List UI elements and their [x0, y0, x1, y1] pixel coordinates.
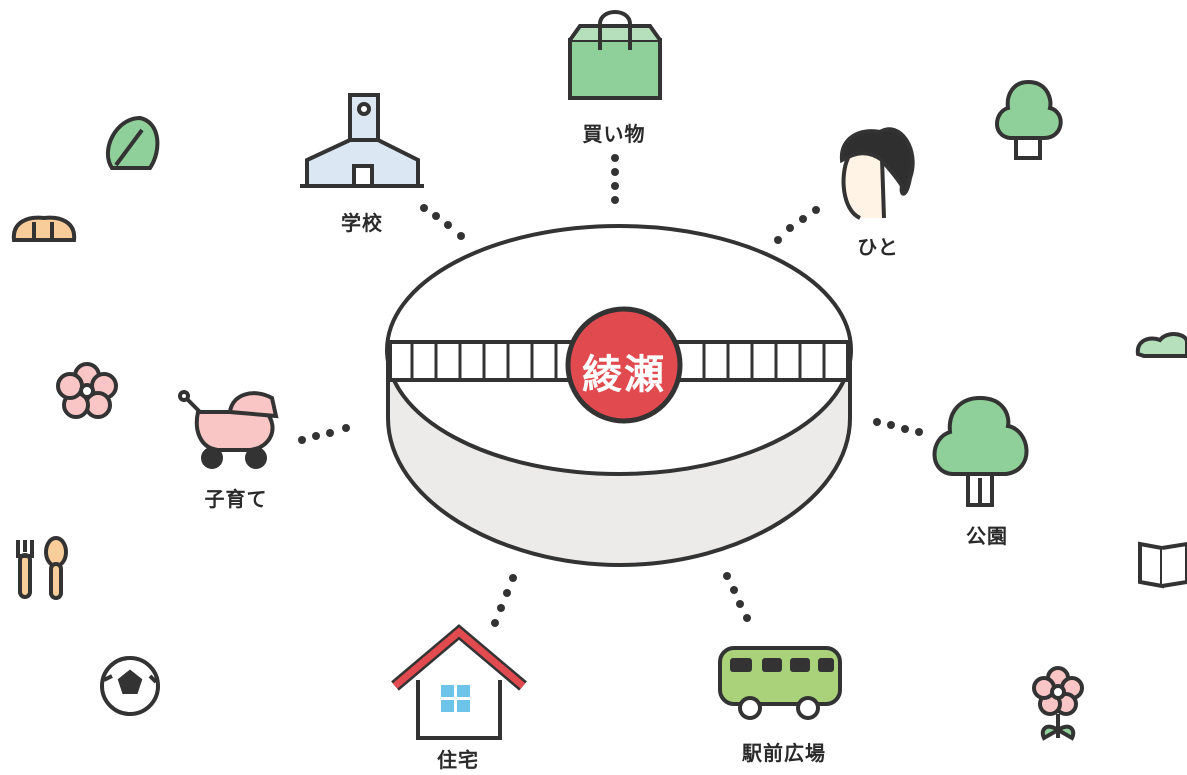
flower-pot-icon: [1032, 666, 1084, 741]
label-childcare: 子育て: [204, 487, 268, 511]
label-station-square: 駅前広場: [742, 741, 826, 765]
connectors: [298, 154, 923, 627]
stroller-icon: [178, 390, 279, 469]
bread-icon: [11, 215, 77, 242]
fork-spoon-icon: [16, 536, 68, 600]
book-icon: [1138, 541, 1187, 589]
lettuce-icon: [106, 115, 160, 170]
soccer-ball-icon: [100, 656, 160, 716]
label-housing: 住宅: [437, 748, 479, 772]
station-badge: [565, 306, 683, 424]
person-icon: [839, 127, 915, 220]
flower-icon: [56, 362, 118, 419]
label-park: 公園: [966, 524, 1008, 548]
label-people: ひと: [857, 235, 899, 259]
house-icon: [391, 624, 527, 740]
bus-icon: [718, 646, 842, 720]
center-station-label: 綾瀬: [582, 352, 666, 398]
school-icon: [300, 93, 424, 188]
park-tree-icon: [932, 395, 1029, 507]
label-school: 学校: [341, 211, 383, 235]
shopping-bag-icon: [568, 10, 662, 100]
label-shopping: 買い物: [582, 122, 646, 146]
cloud-icon: [1135, 332, 1187, 358]
station-platform: [385, 224, 853, 568]
tree-icon: [995, 79, 1063, 160]
